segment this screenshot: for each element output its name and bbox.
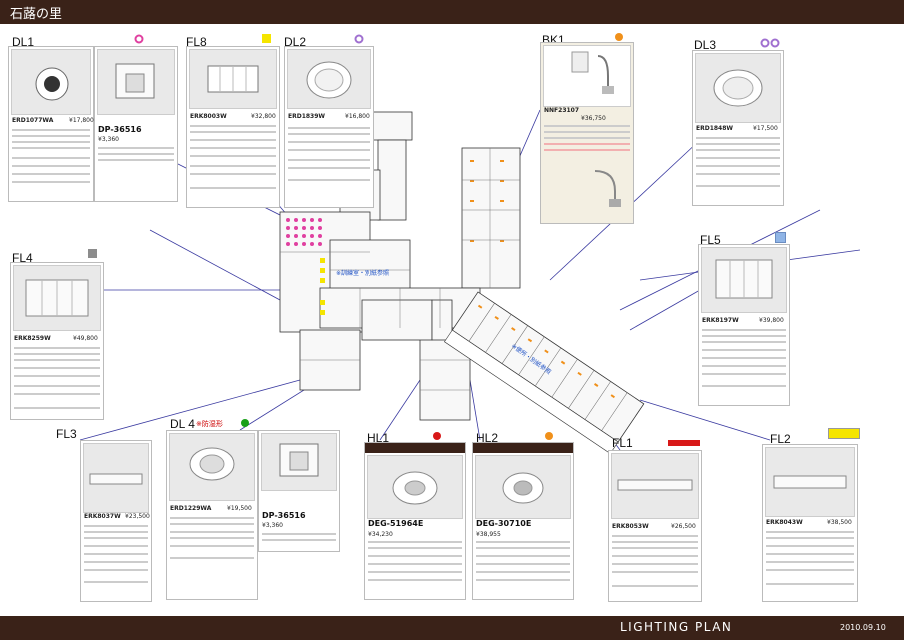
- fl2-price: ¥38,500: [827, 519, 852, 526]
- dl1-price: ¥17,800: [69, 117, 94, 124]
- fl1-photo: [611, 453, 699, 519]
- hl1-photo: [367, 455, 463, 519]
- dl4-plate-price: ¥3,360: [262, 522, 283, 529]
- dl2-photo: [287, 49, 371, 109]
- hl2-label: HL2: [476, 431, 499, 445]
- bk1-marker-icon: [615, 33, 623, 41]
- fl4-price: ¥49,800: [73, 335, 98, 342]
- footer-date: 2010.09.10: [840, 623, 886, 632]
- dl4-plate-code: DP-36516: [262, 511, 306, 520]
- fl5-price: ¥39,800: [759, 317, 784, 324]
- hl1-code: DEG-51964E: [368, 519, 424, 528]
- fl2-code: ERK8043W: [766, 519, 803, 526]
- dl2-card: ERD1839W ¥16,800: [284, 46, 374, 208]
- dl4-note: ※防湿形: [196, 420, 223, 428]
- dl1-plate-photo: [97, 49, 175, 115]
- hl1-price: ¥34,230: [368, 531, 393, 538]
- fl1-price: ¥26,500: [671, 523, 696, 530]
- dl4-card: ERD1229WA ¥19,500: [166, 430, 258, 600]
- fl2-card: ERK8043W ¥38,500: [762, 444, 858, 602]
- fl1-card: ERK8053W ¥26,500: [608, 450, 702, 602]
- hl2-photo: [475, 455, 571, 519]
- dl2-label: DL2: [284, 35, 307, 49]
- dl4-code: ERD1229WA: [170, 505, 212, 512]
- fl1-label: FL1: [612, 436, 633, 450]
- fl1-code: ERK8053W: [612, 523, 649, 530]
- hl2-price: ¥38,955: [476, 531, 501, 538]
- dl4-plate-card: DP-36516 ¥3,360: [258, 430, 340, 552]
- fl5-code: ERK8197W: [702, 317, 739, 324]
- fl8-marker-icon: [262, 34, 271, 43]
- fl8-code: ERK8003W: [190, 113, 227, 120]
- fl5-card: ERK8197W ¥39,800: [698, 244, 790, 406]
- fl5-marker-icon: [775, 232, 786, 243]
- hl2-card: DEG-30710E ¥38,955: [472, 442, 574, 600]
- fl8-photo: [189, 49, 277, 109]
- dl1-plate-card: DP-36516 ¥3,360: [94, 46, 178, 202]
- footer-bar: LIGHTING PLAN 2010.09.10: [0, 616, 904, 640]
- dl1-code: ERD1077WA: [12, 117, 54, 124]
- hl1-marker-icon: [433, 432, 441, 440]
- dl3-price: ¥17,500: [753, 125, 778, 132]
- fl3-code: ERK8037W: [84, 513, 121, 520]
- fl5-label: FL5: [700, 233, 721, 247]
- bk1-price: ¥36,750: [581, 115, 606, 122]
- fl4-card: ERK8259W ¥49,800: [10, 262, 104, 420]
- fl5-photo: [701, 247, 787, 313]
- dl2-marker-icon: [354, 34, 364, 44]
- dl1-card: ERD1077WA ¥17,800: [8, 46, 94, 202]
- fl2-marker-icon: [828, 428, 860, 439]
- fl3-price: ¥23,500: [125, 513, 150, 520]
- fl3-photo: [83, 443, 149, 513]
- fl2-photo: [765, 447, 855, 517]
- fl4-marker-icon: [88, 249, 97, 258]
- bk1-photo: [543, 45, 631, 107]
- hl2-code: DEG-30710E: [476, 519, 532, 528]
- fl4-photo: [13, 265, 101, 331]
- dl3-marker-icon: [760, 38, 780, 48]
- dl3-card: ERD1848W ¥17,500: [692, 50, 784, 206]
- fl3-card: ERK8037W ¥23,500: [80, 440, 152, 602]
- dl3-code: ERD1848W: [696, 125, 734, 132]
- bk1-code: NNF23107: [544, 107, 580, 114]
- hl1-card: DEG-51964E ¥34,230: [364, 442, 466, 600]
- dl1-marker-icon: [134, 34, 144, 44]
- fl3-label: FL3: [56, 427, 77, 441]
- plan-note-training: ※訓練室・別紙参照: [336, 270, 390, 277]
- page-title: 石蕗の里: [10, 7, 63, 22]
- footer-title: LIGHTING PLAN: [620, 620, 733, 634]
- dl4-label: DL 4: [170, 417, 195, 431]
- fl8-price: ¥32,800: [251, 113, 276, 120]
- dl1-label: DL1: [12, 35, 35, 49]
- dl2-code: ERD1839W: [288, 113, 326, 120]
- dl1-plate-price: ¥3,360: [98, 136, 119, 143]
- dl1-plate-code: DP-36516: [98, 125, 142, 134]
- fl4-label: FL4: [12, 251, 33, 265]
- hl2-marker-icon: [545, 432, 553, 440]
- fl4-code: ERK8259W: [14, 335, 51, 342]
- dl1-photo: [11, 49, 91, 115]
- fl8-label: FL8: [186, 35, 207, 49]
- dl4-price: ¥19,500: [227, 505, 252, 512]
- fl2-label: FL2: [770, 432, 791, 446]
- title-bar: 石蕗の里: [0, 0, 904, 24]
- dl4-marker-icon: [241, 419, 249, 427]
- dl3-photo: [695, 53, 781, 123]
- hl1-label: HL1: [367, 431, 390, 445]
- dl3-label: DL3: [694, 38, 717, 52]
- fl1-marker-icon: [668, 440, 700, 446]
- dl4-plate-photo: [261, 433, 337, 491]
- fl8-card: ERK8003W ¥32,800: [186, 46, 280, 208]
- bk1-card: NNF23107 ¥36,750: [540, 42, 634, 224]
- dl2-price: ¥16,800: [345, 113, 370, 120]
- dl4-photo: [169, 433, 255, 501]
